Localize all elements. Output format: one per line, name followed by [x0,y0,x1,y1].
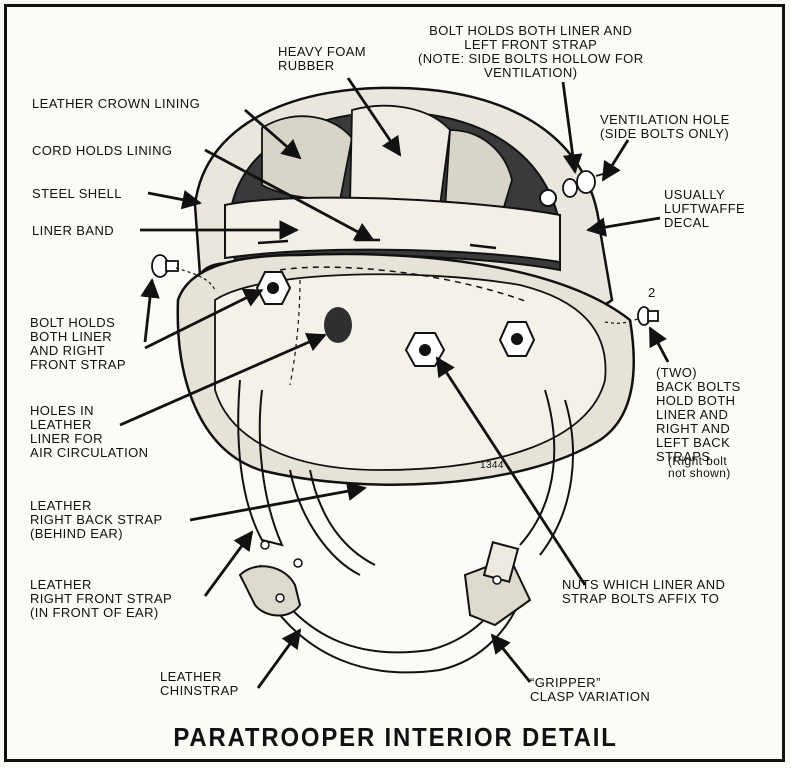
label-cord-holds-lining: CORD HOLDS LINING [32,143,173,158]
chinstrap-tab [238,565,302,617]
loose-bolt-back [637,306,659,326]
liner-edge-dashed [279,266,529,303]
label-steel-shell: STEEL SHELL [32,186,122,201]
leader-lines [119,77,670,689]
dotted-path-back [604,317,641,324]
label-bolt-left-front-strap: BOLT HOLDS BOTH LINER AND LEFT FRONT STR… [418,23,644,80]
label-back-bolts: (TWO) BACK BOLTS HOLD BOTH LINER AND RIG… [656,365,741,464]
nut-front-right [255,271,292,305]
rivet [492,575,502,585]
crown-lining-pad-left [261,115,353,201]
label-leather-chinstrap: LEATHER CHINSTRAP [160,669,239,698]
label-luftwaffe-decal: USUALLY LUFTWAFFE DECAL [664,187,746,230]
bolt-count-marker: 2 [648,285,656,300]
rivet [293,558,303,568]
label-ventilation-hole: VENTILATION HOLE (SIDE BOLTS ONLY) [600,112,730,141]
dotted-path-left [175,267,216,291]
label-heavy-foam-rubber: HEAVY FOAM RUBBER [278,44,367,73]
nut-center [404,332,446,367]
label-nuts: NUTS WHICH LINER AND STRAP BOLTS AFFIX T… [562,577,726,606]
label-gripper-clasp: “GRIPPER” CLASP VARIATION [530,675,651,704]
rivet [275,593,285,603]
label-back-bolts-note: (Right bolt not shown) [668,454,731,480]
label-bolt-right-front-strap: BOLT HOLDS BOTH LINER AND RIGHT FRONT ST… [30,315,126,372]
rivet [260,540,270,550]
air-hole [324,307,352,343]
page-border [4,4,785,762]
nut-right [498,321,536,357]
loose-bolt-left [151,254,179,278]
label-holes-in-liner: HOLES IN LEATHER LINER FOR AIR CIRCULATI… [30,403,149,460]
foam-rubber-pad [349,104,451,210]
label-right-front-strap: LEATHER RIGHT FRONT STRAP (IN FRONT OF E… [30,577,173,620]
shell-bolt-hole [539,189,557,207]
label-liner-band: LINER BAND [32,223,115,238]
page-title: PARATROOPER INTERIOR DETAIL [173,722,618,752]
stamp-number: 1344 [480,460,504,471]
label-leather-crown-lining: LEATHER CROWN LINING [32,96,201,111]
label-right-back-strap: LEATHER RIGHT BACK STRAP (BEHIND EAR) [30,498,163,541]
loose-bolt-side [562,170,604,198]
